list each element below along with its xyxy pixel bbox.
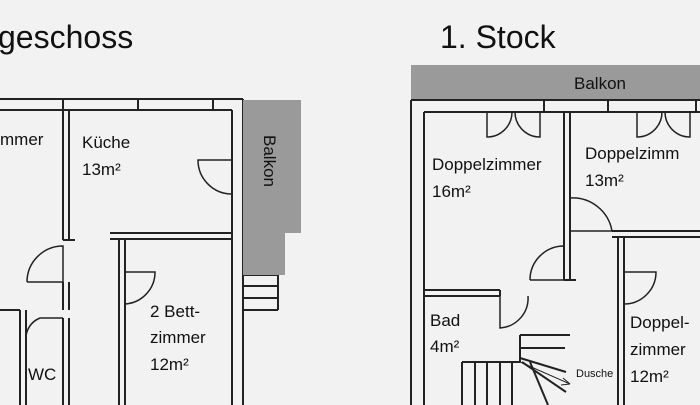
balcony-first-north xyxy=(411,65,700,100)
room-double1-area: 16m² xyxy=(432,182,471,201)
floor-title-ground: geschoss xyxy=(0,19,133,55)
first-floor-plan xyxy=(410,99,700,405)
room-2bed-area: 12m² xyxy=(150,355,189,374)
room-double3-name-2: zimmer xyxy=(630,340,686,359)
room-2bed-name-2: zimmer xyxy=(150,328,206,347)
balcony-ground-label: Balkon xyxy=(260,135,279,187)
room-double3-name: Doppel- xyxy=(630,313,690,332)
room-2bed-name: 2 Bett- xyxy=(150,302,200,321)
room-double3-area: 12m² xyxy=(630,367,669,386)
room-left-name: mmer xyxy=(0,130,44,149)
room-shower-name: Dusche xyxy=(576,368,613,380)
balcony-ground-east xyxy=(243,100,301,233)
room-kitchen-name: Küche xyxy=(82,133,130,152)
room-kitchen-area: 13m² xyxy=(82,160,121,179)
room-double2-area: 13m² xyxy=(585,171,624,190)
floor-title-first: 1. Stock xyxy=(440,19,557,55)
room-bath-name: Bad xyxy=(430,311,460,330)
balcony-first-label: Balkon xyxy=(574,74,626,93)
room-double2-name: Doppelzimm xyxy=(585,144,679,163)
room-double1-name: Doppelzimmer xyxy=(432,155,542,174)
room-wc-name: WC xyxy=(28,365,56,384)
room-bath-area: 4m² xyxy=(430,337,460,356)
balcony-ground-east-lower xyxy=(243,233,285,275)
